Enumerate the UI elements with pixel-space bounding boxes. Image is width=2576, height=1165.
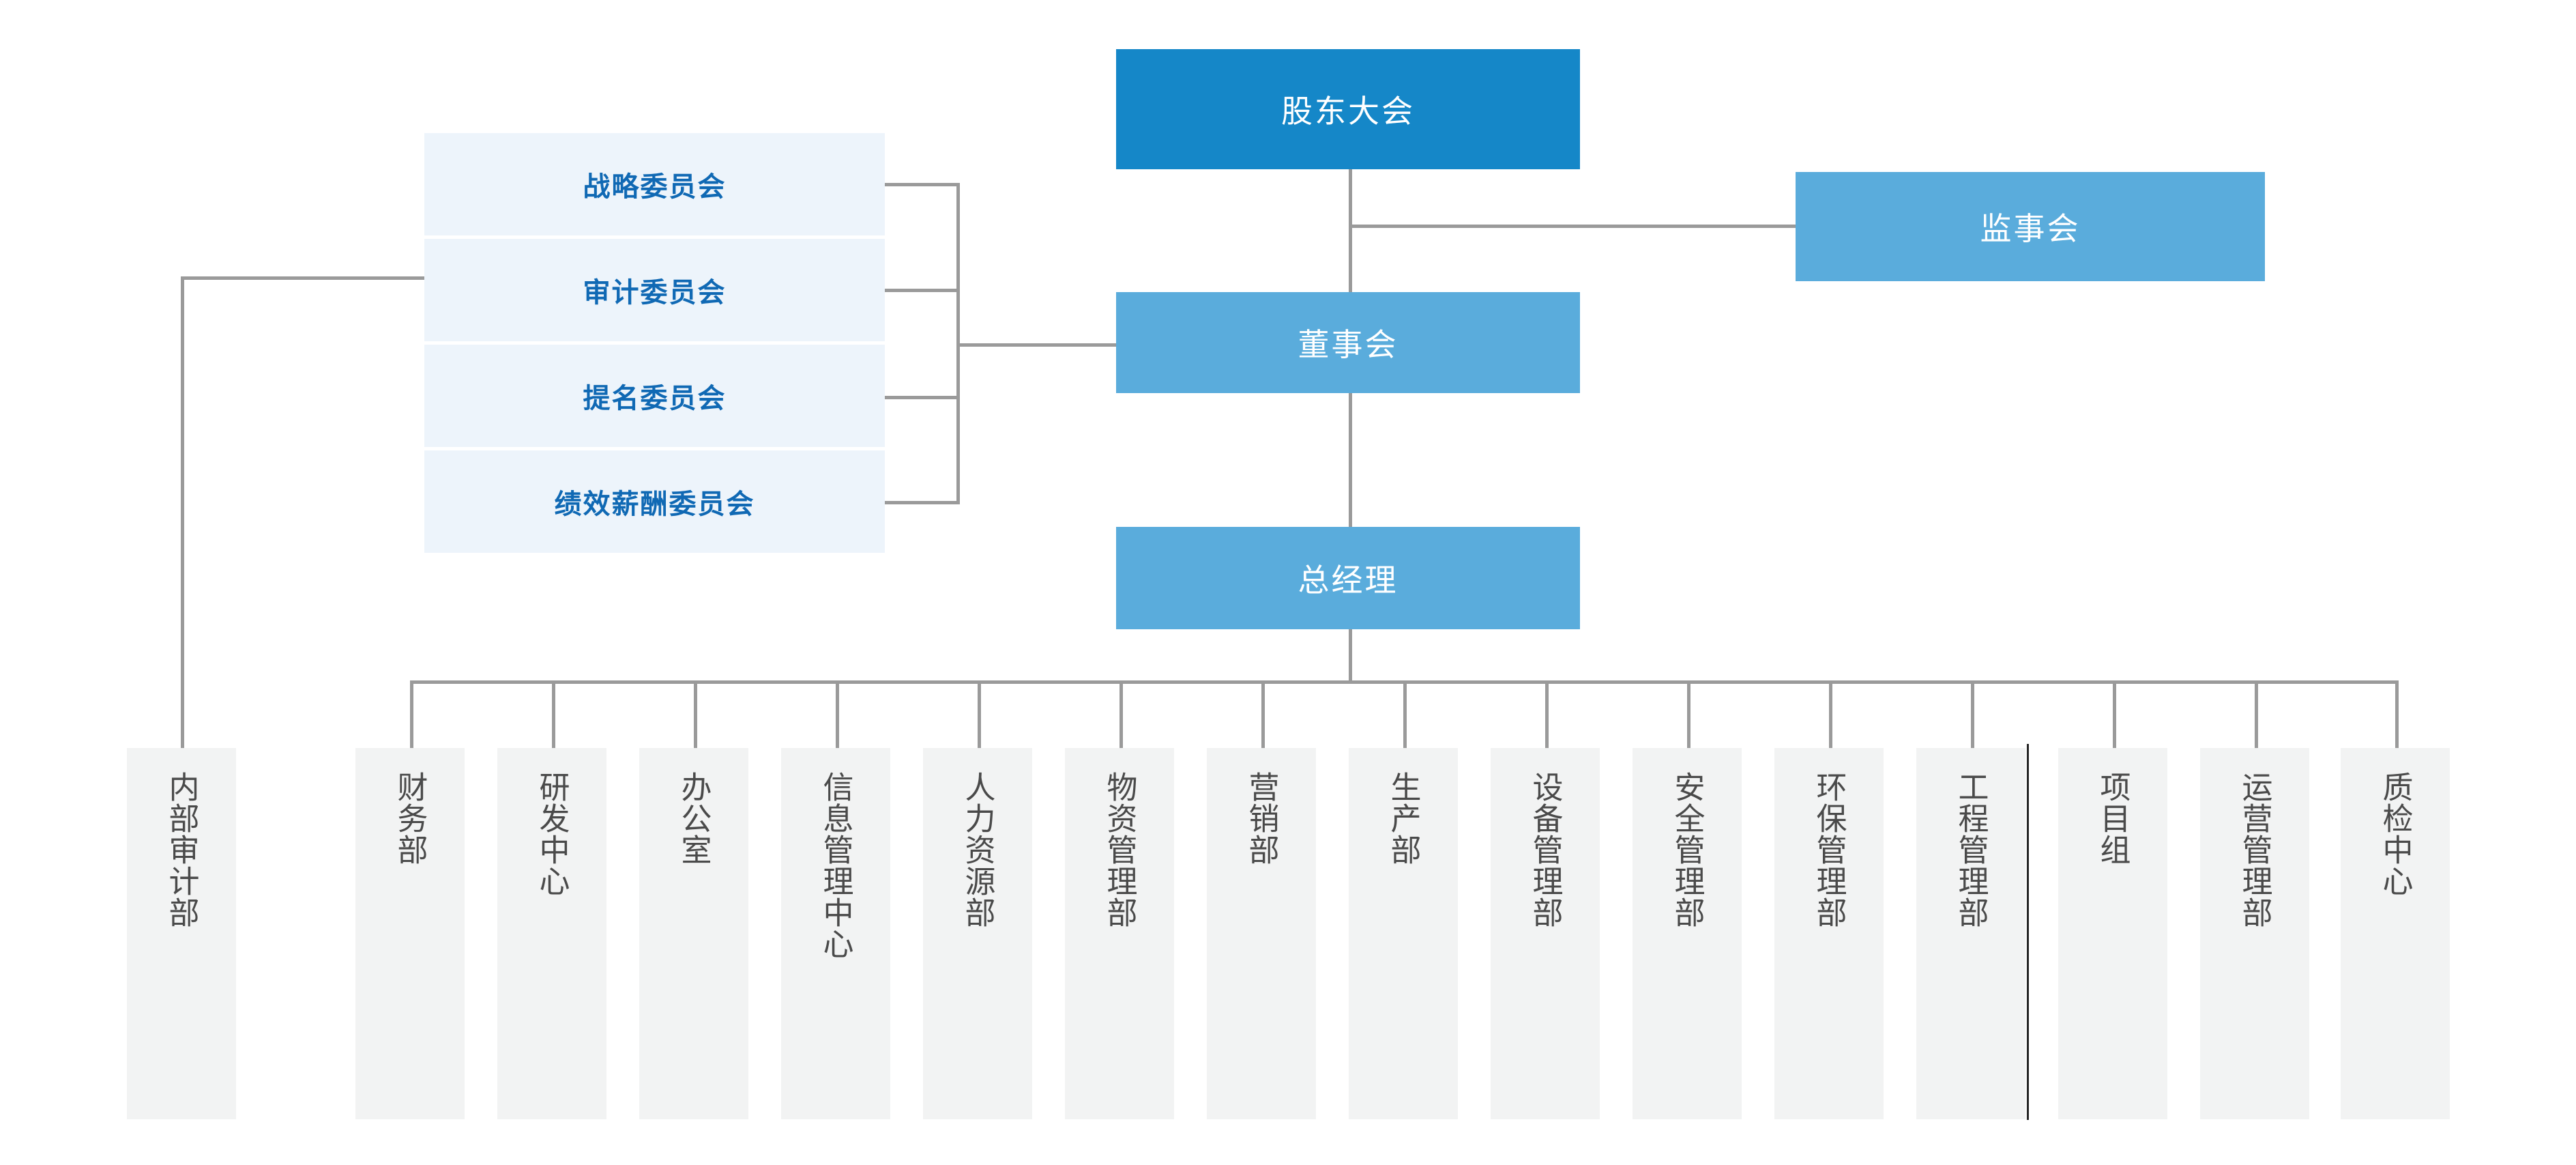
node-department-safety-management[interactable]: 安全管理部 (1633, 748, 1742, 1119)
node-department-production[interactable]: 生产部 (1349, 748, 1458, 1119)
node-department-project-group[interactable]: 项目组 (2058, 748, 2167, 1119)
connector-drop-6 (1119, 680, 1123, 749)
connector-committee-stub-1 (883, 183, 960, 186)
node-department-equipment-management[interactable]: 设备管理部 (1491, 748, 1600, 1119)
node-label: 物资管理部 (1102, 771, 1137, 928)
connector-trunk-to-supervisory (1349, 225, 1799, 228)
connector-drop-7 (1261, 680, 1265, 749)
divider-project-group (2027, 744, 2029, 1120)
node-department-operations-management[interactable]: 运营管理部 (2200, 748, 2309, 1119)
node-label: 绩效薪酬委员会 (554, 489, 755, 519)
node-label: 生产部 (1386, 771, 1421, 865)
node-label: 内部审计部 (164, 771, 199, 928)
node-committee-audit[interactable]: 审计委员会 (424, 239, 885, 341)
node-label: 人力资源部 (960, 771, 995, 928)
node-label: 研发中心 (534, 771, 570, 897)
node-label: 项目组 (2095, 771, 2131, 865)
node-department-human-resources[interactable]: 人力资源部 (923, 748, 1032, 1119)
connector-drop-9 (1545, 680, 1549, 749)
node-label: 提名委员会 (583, 384, 727, 414)
connector-committee-stub-4 (883, 501, 960, 504)
connector-drop-10 (1687, 680, 1690, 749)
connector-drop-1 (410, 680, 413, 749)
connector-gm-to-bus (1349, 627, 1352, 682)
connector-committees-to-board (956, 343, 1130, 347)
node-committee-nomination[interactable]: 提名委员会 (424, 345, 885, 447)
node-shareholders-meeting[interactable]: 股东大会 (1116, 49, 1580, 169)
node-label: 质检中心 (2377, 771, 2413, 897)
connector-shareholders-to-board (1349, 169, 1352, 293)
node-label: 监事会 (1980, 211, 2081, 246)
node-department-quality-inspection-center[interactable]: 质检中心 (2341, 748, 2450, 1119)
connector-drop-15 (2395, 680, 2399, 749)
node-department-marketing[interactable]: 营销部 (1207, 748, 1316, 1119)
connector-board-to-gm (1349, 389, 1352, 532)
node-label: 股东大会 (1281, 94, 1415, 129)
node-department-internal-audit[interactable]: 内部审计部 (127, 748, 236, 1119)
connector-committee-stub-2 (883, 289, 960, 292)
node-label: 信息管理中心 (818, 771, 853, 960)
connector-drop-4 (836, 680, 839, 749)
node-label: 审计委员会 (583, 278, 727, 308)
node-label: 环保管理部 (1811, 771, 1847, 928)
node-label: 工程管理部 (1953, 771, 1989, 928)
node-board-of-directors[interactable]: 董事会 (1116, 292, 1580, 393)
connector-drop-5 (978, 680, 981, 749)
connector-drop-8 (1403, 680, 1407, 749)
node-label: 总经理 (1298, 562, 1399, 598)
connector-drop-12 (1971, 680, 1974, 749)
node-department-rnd-center[interactable]: 研发中心 (497, 748, 606, 1119)
node-department-information-management-center[interactable]: 信息管理中心 (781, 748, 890, 1119)
connector-drop-2 (552, 680, 555, 749)
node-label: 董事会 (1298, 327, 1399, 362)
node-department-environmental-management[interactable]: 环保管理部 (1774, 748, 1884, 1119)
node-department-materials-management[interactable]: 物资管理部 (1065, 748, 1174, 1119)
connector-drop-11 (1829, 680, 1832, 749)
connector-drop-3 (694, 680, 697, 749)
node-label: 财务部 (392, 771, 428, 865)
node-committee-remuneration[interactable]: 绩效薪酬委员会 (424, 450, 885, 553)
node-label: 设备管理部 (1527, 771, 1563, 928)
connector-committee-stub-3 (883, 396, 960, 399)
node-supervisory-board[interactable]: 监事会 (1796, 172, 2265, 281)
connector-audit-to-internal-audit-horizontal (181, 276, 428, 280)
node-label: 营销部 (1244, 771, 1279, 865)
node-department-finance[interactable]: 财务部 (355, 748, 465, 1119)
node-label: 安全管理部 (1669, 771, 1705, 928)
connector-audit-to-internal-audit-vertical (181, 276, 184, 749)
node-department-office[interactable]: 办公室 (639, 748, 748, 1119)
connector-drop-14 (2255, 680, 2258, 749)
node-label: 运营管理部 (2237, 771, 2272, 928)
node-label: 战略委员会 (583, 172, 727, 202)
connector-drop-13 (2113, 680, 2116, 749)
node-department-engineering-management[interactable]: 工程管理部 (1916, 748, 2025, 1119)
node-label: 办公室 (676, 771, 712, 865)
node-committee-strategy[interactable]: 战略委员会 (424, 133, 885, 235)
node-general-manager[interactable]: 总经理 (1116, 527, 1580, 629)
